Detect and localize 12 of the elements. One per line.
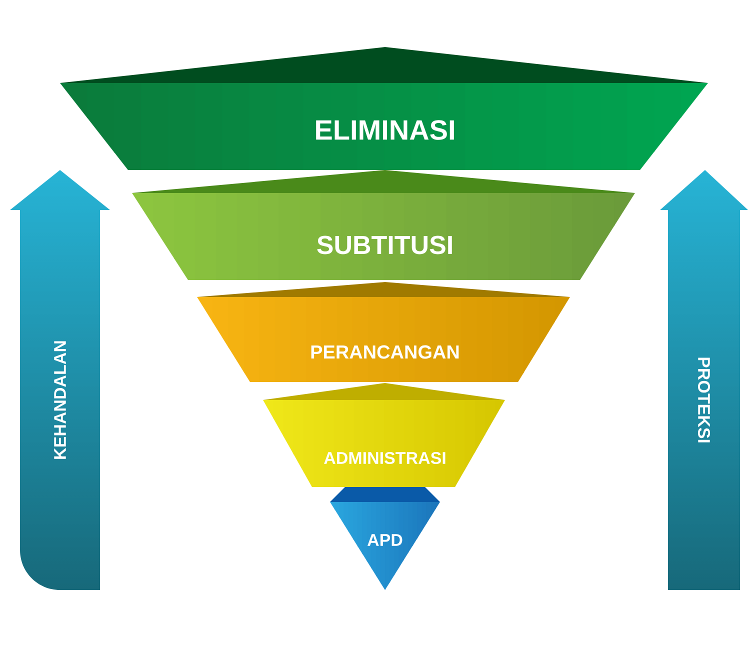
funnel-level: ADMINISTRASI <box>263 383 505 487</box>
funnel-level: ELIMINASI <box>60 47 708 170</box>
funnel-tip: APD <box>330 487 440 590</box>
funnel-level: PERANCANGAN <box>197 282 570 382</box>
node-label: ELIMINASI <box>316 120 454 140</box>
block-arrow: PROTEKSI <box>698 358 710 442</box>
block-arrow: KEHANDALAN <box>54 341 66 459</box>
node-label: APD <box>367 534 402 546</box>
funnel-level: SUBTITUSI <box>132 170 635 280</box>
node-label: ADMINISTRASI <box>324 452 446 464</box>
node-label: SUBTITUSI <box>317 236 452 254</box>
node-label: PERANCANGAN <box>311 345 459 359</box>
